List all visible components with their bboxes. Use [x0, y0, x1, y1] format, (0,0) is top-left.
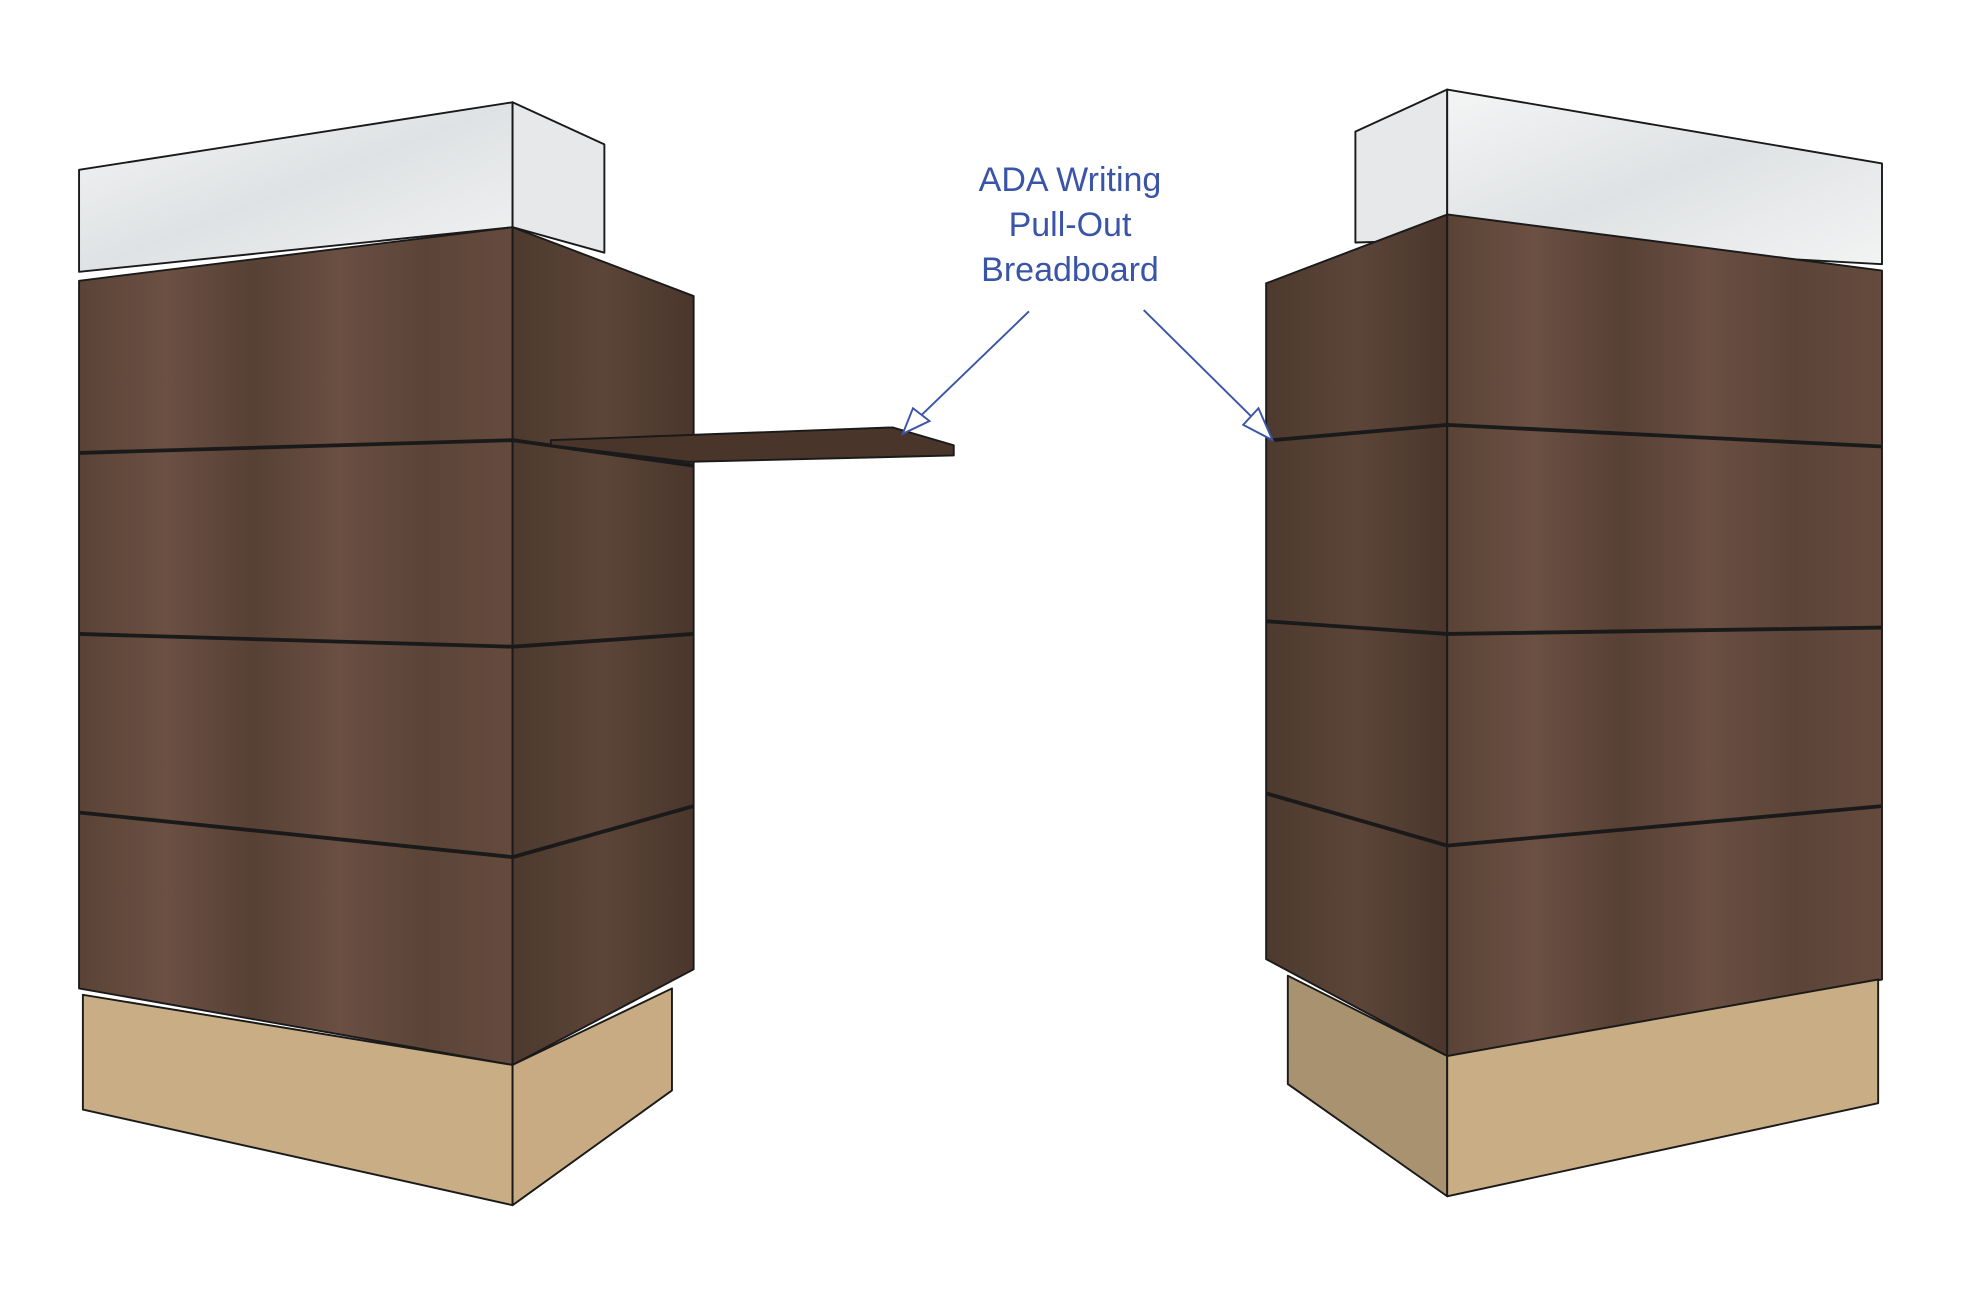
arrowhead-left-icon: [900, 406, 932, 436]
arrowhead-right-icon: [1241, 406, 1275, 443]
toe-base-front: [1446, 978, 1880, 1198]
drawer-line: [78, 632, 694, 649]
callout-line-1: ADA Writing: [978, 161, 1162, 199]
toe-base-side: [511, 987, 673, 1207]
leader-line-right: [1143, 309, 1257, 422]
wood-body-side: [1265, 213, 1449, 1057]
right-cabinet: [1265, 88, 1883, 1198]
callout-line-2: Pull-Out: [1008, 206, 1132, 244]
pull-out-breadboard: [549, 426, 955, 463]
leader-line-left: [919, 310, 1030, 417]
callout-label: ADA Writing Pull-Out Breadboard: [940, 158, 1200, 293]
drawer-line: [1266, 619, 1883, 636]
drawer-line: [1265, 791, 1883, 848]
drawer-line: [1272, 422, 1883, 449]
marble-top-side: [511, 101, 606, 254]
left-cabinet: [78, 101, 955, 1207]
marble-top-front: [1446, 88, 1883, 266]
callout-arrows: [900, 309, 1275, 443]
wood-body-front: [1446, 213, 1883, 1057]
drawer-line: [78, 438, 694, 468]
drawer-line: [78, 804, 695, 860]
callout-line-3: Breadboard: [981, 251, 1159, 289]
